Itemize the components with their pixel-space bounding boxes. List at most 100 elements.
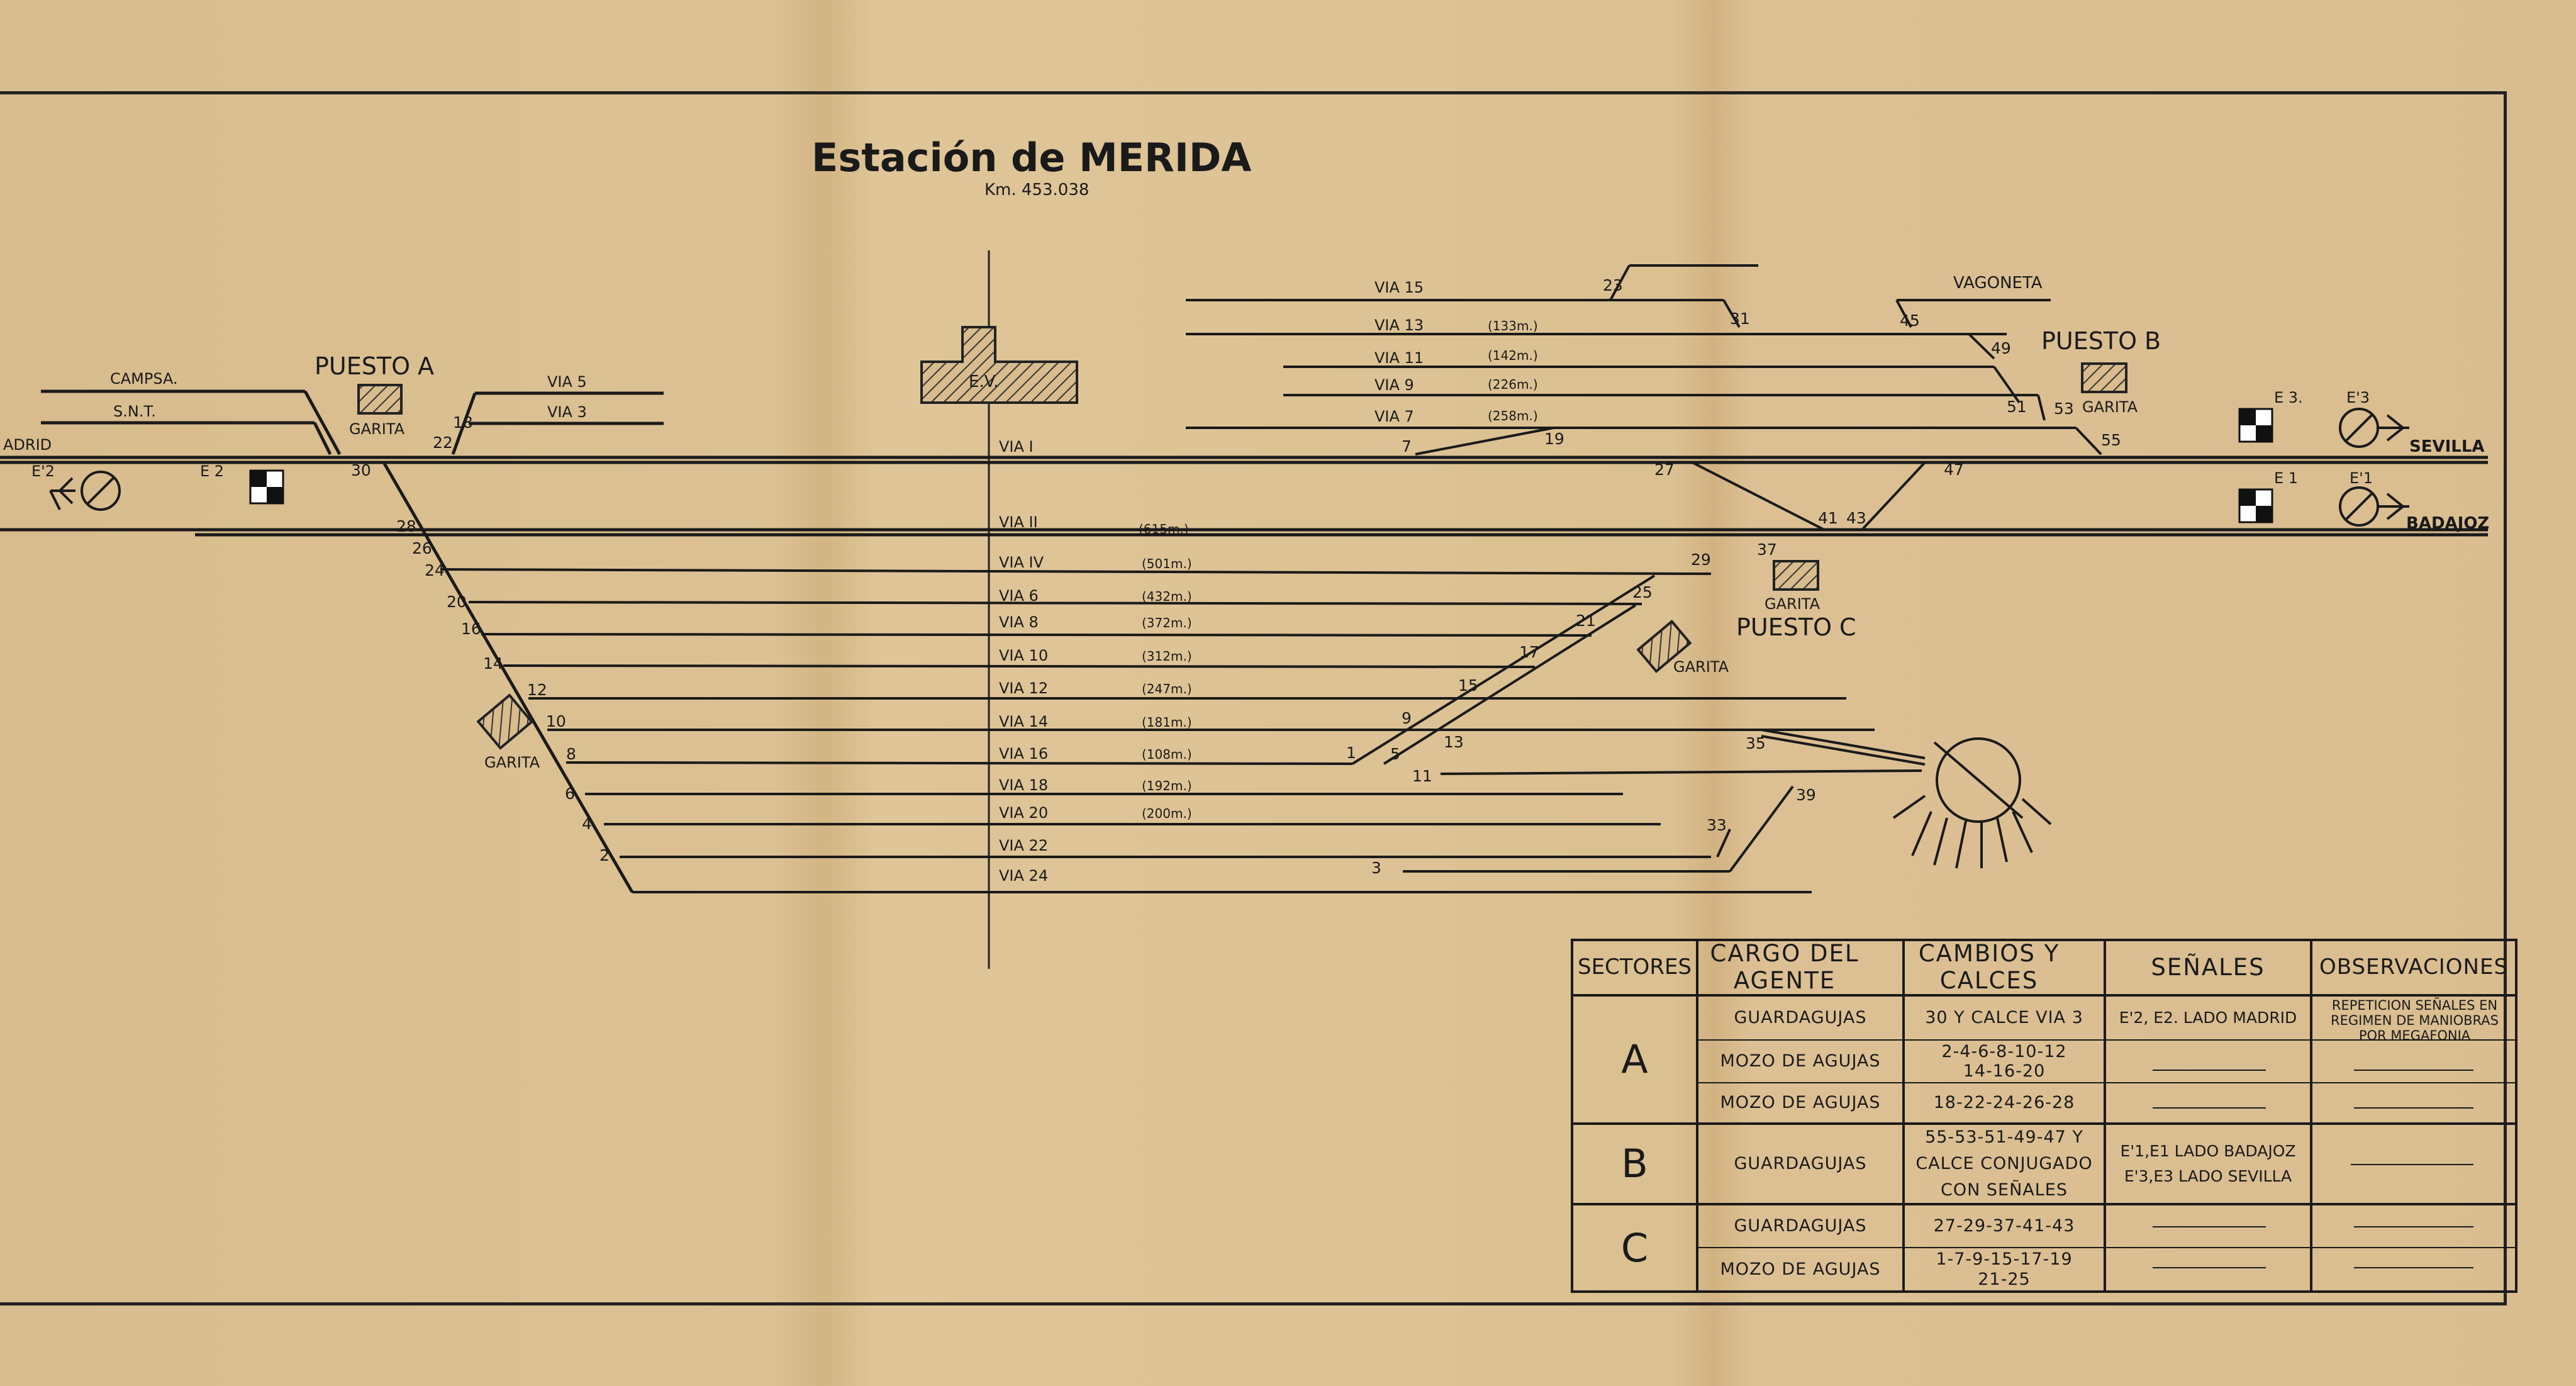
switch-19: 19 xyxy=(1544,430,1564,448)
row2-obs-blank xyxy=(2354,1070,2473,1071)
row2-cargo: MOZO DE AGUJAS xyxy=(1720,1051,1881,1071)
switch-33: 33 xyxy=(1707,816,1727,834)
switch-1: 1 xyxy=(1346,744,1356,762)
via-20-length: (200m.) xyxy=(1142,806,1192,821)
signal-e2-label: E 2 xyxy=(200,462,224,480)
row6-senales-blank xyxy=(2153,1267,2266,1268)
garita-c2-label: GARITA xyxy=(1673,658,1729,676)
via-13-length: (133m.) xyxy=(1488,318,1538,333)
lower-track-labels: VIA IV (501m.) VIA 6 (432m.) VIA 8 (372m… xyxy=(999,554,1192,885)
switch-17: 17 xyxy=(1519,643,1539,661)
km-label: Km. 453.038 xyxy=(984,181,1089,199)
switch-21: 21 xyxy=(1576,612,1596,630)
header-senales: SEÑALES xyxy=(2151,953,2265,981)
row5-cambios: 27-29-37-41-43 xyxy=(1933,1216,2075,1236)
signal-e2 xyxy=(249,469,284,505)
signal-e3-label: E 3. xyxy=(2274,389,2303,406)
switch-4: 4 xyxy=(582,815,592,833)
switch-26: 26 xyxy=(412,539,432,557)
via-12-length: (247m.) xyxy=(1142,681,1192,696)
row1-obs: REPETICION SEÑALES EN REGIMEN DE MANIOBR… xyxy=(2331,998,2499,1044)
row4-cargo: GUARDAGUJAS xyxy=(1734,1154,1867,1174)
signal-e1p xyxy=(2339,486,2409,527)
switch-37: 37 xyxy=(1757,540,1777,559)
via-16-length: (108m.) xyxy=(1142,747,1192,762)
sector-b: B xyxy=(1621,1141,1648,1187)
via-iv-length: (501m.) xyxy=(1142,556,1192,571)
garita-b-label: GARITA xyxy=(2082,398,2138,416)
switch-numbers: 30 28 26 24 20 16 14 12 10 8 6 4 2 18 22… xyxy=(351,276,2121,877)
switch-13: 13 xyxy=(1444,733,1464,751)
via-12-label: VIA 12 xyxy=(999,679,1048,697)
row2-senales-blank xyxy=(2153,1070,2266,1071)
campsa-label: CAMPSA. xyxy=(110,370,178,388)
main-lines xyxy=(0,455,2488,537)
header-cargo: CARGO DEL AGENTE xyxy=(1710,940,1860,994)
puesto-a-label: PUESTO A xyxy=(315,352,434,380)
switch-39: 39 xyxy=(1796,786,1816,804)
station-title: Estación de MERIDA xyxy=(811,135,1251,181)
row1-cargo: GUARDAGUJAS xyxy=(1734,1008,1867,1028)
switch-51: 51 xyxy=(2007,398,2027,416)
switch-53: 53 xyxy=(2054,400,2074,418)
row4-obs-blank xyxy=(2351,1164,2473,1165)
signal-e1 xyxy=(2238,488,2273,523)
via-8-label: VIA 8 xyxy=(999,613,1039,631)
switch-30: 30 xyxy=(351,461,371,479)
signal-e2p xyxy=(49,471,121,511)
garita-c2 xyxy=(1636,619,1692,673)
upper-track-labels: VIA 15 VIA 13 (133m.) VIA 11 (142m.) VIA… xyxy=(1374,279,1538,425)
garita-c xyxy=(1773,560,1819,591)
switch-47: 47 xyxy=(1944,461,1964,479)
ev-building xyxy=(920,326,1078,404)
row4-senales: E'1,E1 LADO BADAJOZ E'3,E3 LADO SEVILLA xyxy=(2120,1142,2296,1185)
row6-obs-blank xyxy=(2354,1267,2473,1268)
switch-7: 7 xyxy=(1402,437,1412,455)
via-18-length: (192m.) xyxy=(1142,778,1192,793)
sector-a: A xyxy=(1621,1036,1648,1083)
via-18-label: VIA 18 xyxy=(999,776,1048,794)
via-2-length: (615m.) xyxy=(1139,522,1189,537)
signal-e2p-label: E'2 xyxy=(31,462,55,480)
via-9-length: (226m.) xyxy=(1488,377,1538,392)
via5-label: VIA 5 xyxy=(547,373,587,391)
drawing-frame xyxy=(0,91,2507,1305)
switch-55: 55 xyxy=(2101,431,2121,449)
switch-15: 15 xyxy=(1458,676,1478,695)
switch-25: 25 xyxy=(1632,583,1653,601)
switch-9: 9 xyxy=(1402,709,1412,727)
lower-yard xyxy=(440,568,1926,893)
switch-45: 45 xyxy=(1900,311,1920,330)
switch-28: 28 xyxy=(396,517,416,535)
switch-8: 8 xyxy=(566,745,576,763)
ev-label: E.V. xyxy=(969,372,998,391)
vagoneta-label: VAGONETA xyxy=(1953,274,2043,293)
row5-senales-blank xyxy=(2153,1226,2266,1227)
switch-3: 3 xyxy=(1371,859,1381,877)
switch-10: 10 xyxy=(546,712,566,730)
row6-cambios: 1-7-9-15-17-19 21-25 xyxy=(1936,1249,2073,1289)
switch-31: 31 xyxy=(1730,310,1750,328)
switch-6: 6 xyxy=(565,785,575,803)
row5-cargo: GUARDAGUJAS xyxy=(1734,1216,1867,1236)
via3-label: VIA 3 xyxy=(547,403,587,421)
via-iv-label: VIA IV xyxy=(999,554,1044,571)
switch-22: 22 xyxy=(433,433,453,452)
switch-2: 2 xyxy=(599,846,610,864)
signal-e3p-label: E'3 xyxy=(2346,389,2370,406)
switch-20: 20 xyxy=(447,593,467,611)
switch-23: 23 xyxy=(1603,276,1623,294)
switch-11: 11 xyxy=(1412,767,1432,785)
via-7-label: VIA 7 xyxy=(1374,408,1414,425)
header-observaciones: OBSERVACIONES xyxy=(2319,954,2509,980)
garita-yard xyxy=(476,693,534,750)
row6-cargo: MOZO DE AGUJAS xyxy=(1720,1259,1881,1279)
snt-label: S.N.T. xyxy=(113,403,156,420)
switch-16: 16 xyxy=(461,620,481,638)
switch-49: 49 xyxy=(1991,339,2011,357)
left-sidings xyxy=(41,389,664,893)
via-11-label: VIA 11 xyxy=(1374,349,1424,367)
header-sectores: SECTORES xyxy=(1577,954,1692,980)
switch-12: 12 xyxy=(527,681,547,699)
